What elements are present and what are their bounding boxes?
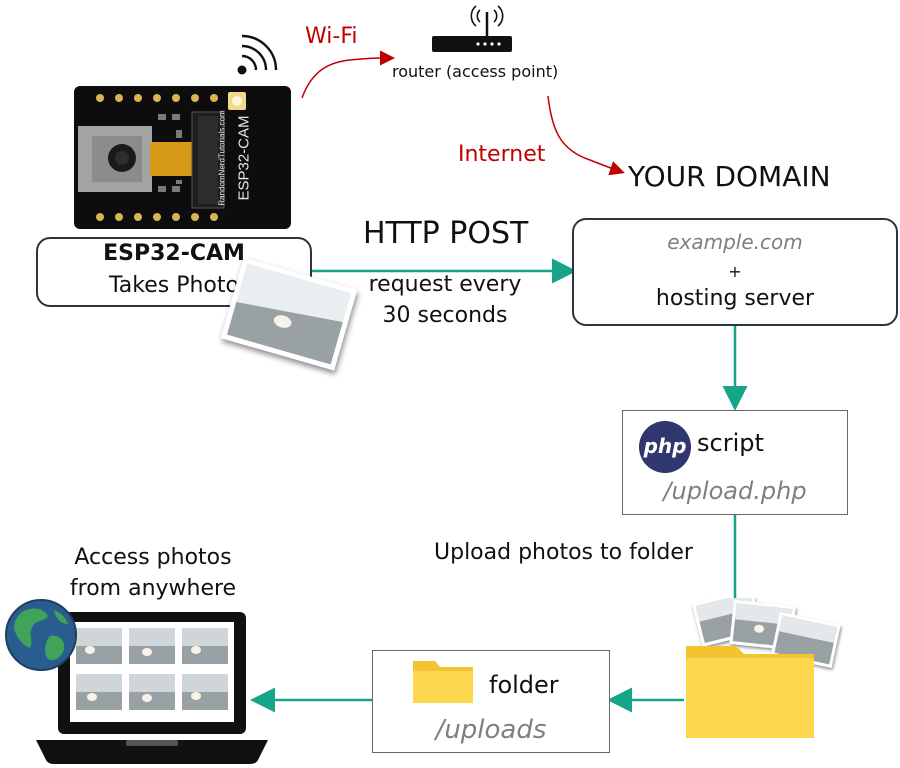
board-model-text: ESP32-CAM bbox=[235, 115, 253, 201]
domain-label: YOUR DOMAIN bbox=[628, 160, 831, 193]
router-icon bbox=[432, 5, 512, 52]
domain-text: example.com bbox=[667, 230, 803, 254]
upload-label: Upload photos to folder bbox=[434, 540, 693, 565]
hosting-server-box: example.com + hosting server bbox=[572, 218, 898, 326]
http-post-label: HTTP POST bbox=[363, 216, 529, 251]
esp32-cam-board: RandomNerdTutorials.com ESP32-CAM bbox=[74, 86, 291, 229]
request-line-1: request every bbox=[368, 272, 522, 297]
board-drawing bbox=[74, 86, 291, 229]
globe-icon bbox=[5, 599, 77, 671]
hosting-server-text: hosting server bbox=[655, 286, 815, 311]
php-script-path: /upload.php bbox=[663, 477, 807, 505]
router-label: router (access point) bbox=[392, 62, 559, 81]
photos-folder-icon bbox=[680, 589, 850, 743]
php-script-box: php script /upload.php bbox=[622, 410, 848, 515]
folder-icon bbox=[413, 661, 473, 703]
internet-arrow bbox=[547, 95, 625, 176]
access-label-line-2: from anywhere bbox=[69, 576, 237, 601]
board-brand-text: RandomNerdTutorials.com bbox=[217, 110, 227, 206]
php-logo-text: php bbox=[643, 434, 687, 458]
php-script-label: script bbox=[697, 429, 764, 457]
uploads-folder-box: folder /uploads bbox=[372, 650, 610, 753]
esp32-cam-subtitle: Takes Photo bbox=[109, 273, 239, 298]
request-line-2: 30 seconds bbox=[382, 303, 508, 328]
captured-photo bbox=[220, 257, 358, 371]
wifi-label: Wi-Fi bbox=[305, 24, 358, 49]
folder-label: folder bbox=[489, 671, 559, 699]
wifi-signal-icon bbox=[237, 34, 278, 75]
wifi-arrow bbox=[301, 50, 395, 99]
plus-sign: + bbox=[728, 262, 742, 281]
internet-label: Internet bbox=[458, 142, 546, 167]
uploads-path: /uploads bbox=[435, 715, 547, 745]
access-label-line-1: Access photos bbox=[74, 545, 232, 570]
php-logo-icon: php bbox=[639, 421, 691, 473]
esp32-cam-title: ESP32-CAM bbox=[103, 241, 245, 266]
laptop-icon bbox=[36, 612, 268, 764]
